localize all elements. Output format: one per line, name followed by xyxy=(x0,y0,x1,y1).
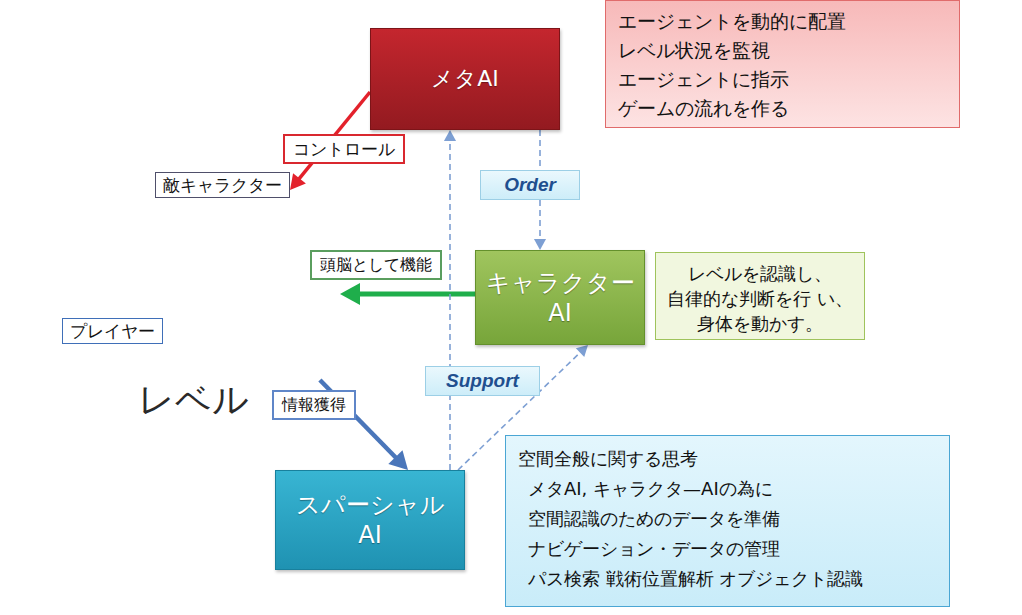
knight-illustration xyxy=(96,219,168,318)
note-box: 空間全般に関する思考メタAI, キャラクタ—AIの為に空間認識のためのデータを準… xyxy=(505,435,950,607)
knight-illustration-part xyxy=(140,234,168,279)
knight-illustration-part xyxy=(110,278,130,294)
knight-illustration-part xyxy=(102,262,138,294)
note-line: レベル状況を監視 xyxy=(618,36,947,65)
spatial-ai-box: スパーシャル AI xyxy=(275,470,465,570)
knight-illustration-part xyxy=(135,272,148,282)
note-line: エージェントを動的に配置 xyxy=(618,7,947,36)
arrow-head xyxy=(576,345,588,357)
region-label: レベル xyxy=(138,376,249,425)
box-title: キャラクター AI xyxy=(484,268,636,328)
enemy-illustration xyxy=(258,204,307,277)
note-line: 空間認識のためのデータを準備 xyxy=(518,504,937,534)
note-line: エージェントに指示 xyxy=(618,65,947,94)
tag-box: プレイヤー xyxy=(62,318,163,344)
arrow-head xyxy=(340,283,360,305)
arrow-head xyxy=(388,450,408,470)
knight-illustration-part xyxy=(108,292,118,312)
knight-illustration-part xyxy=(135,275,143,283)
connector xyxy=(444,130,456,470)
knight-illustration-part xyxy=(122,292,132,312)
enemy-illustration xyxy=(206,239,255,312)
edge-label: 頭脳として機能 xyxy=(310,250,442,280)
tag-text: プレイヤー xyxy=(70,320,155,342)
arrow-head xyxy=(534,239,546,250)
tag-text: 敵キャラクター xyxy=(163,174,282,196)
knight-illustration-part xyxy=(96,267,108,285)
character-ai-box: キャラクター AI xyxy=(475,250,645,345)
meta-ai-box: メタAI xyxy=(370,28,560,130)
box-title: スパーシャル AI xyxy=(284,490,456,550)
note-text: レベルを認識し、 自律的な判断を行 い、身体を動かす。 xyxy=(666,261,854,336)
connector-line xyxy=(449,139,451,470)
note-box: エージェントを動的に配置レベル状況を監視エージェントに指示ゲームの流れを作る xyxy=(605,0,960,128)
knight-illustration-part xyxy=(124,253,127,256)
connector xyxy=(340,283,475,305)
knight-illustration-part xyxy=(117,260,123,261)
edge-label: コントロール xyxy=(283,134,405,164)
knight-illustration-part xyxy=(104,219,114,236)
connector-line xyxy=(356,292,475,297)
knight-illustration-part xyxy=(108,245,132,263)
note-line: 空間全般に関する思考 xyxy=(518,444,937,474)
edge-label: Support xyxy=(425,366,540,396)
note-box: レベルを認識し、 自律的な判断を行 い、身体を動かす。 xyxy=(655,252,865,340)
box-title: メタAI xyxy=(379,65,551,93)
note-line: ゲームの流れを作る xyxy=(618,94,947,123)
tag-box: 敵キャラクター xyxy=(155,172,290,198)
knight-illustration-part xyxy=(114,253,117,256)
note-line: メタAI, キャラクタ—AIの為に xyxy=(518,474,937,504)
knight-illustration-part xyxy=(105,235,135,265)
note-line: ナビゲーション・データの管理 xyxy=(518,534,937,564)
edge-label: 情報獲得 xyxy=(272,390,356,420)
knight-illustration-part xyxy=(107,242,122,252)
arrow-head xyxy=(444,130,456,141)
note-line: パス検索 戦術位置解析 オブジェクト認識 xyxy=(518,564,937,594)
arrow-head xyxy=(290,173,306,190)
enemy-illustration xyxy=(264,286,313,359)
edge-label: Order xyxy=(480,170,580,200)
